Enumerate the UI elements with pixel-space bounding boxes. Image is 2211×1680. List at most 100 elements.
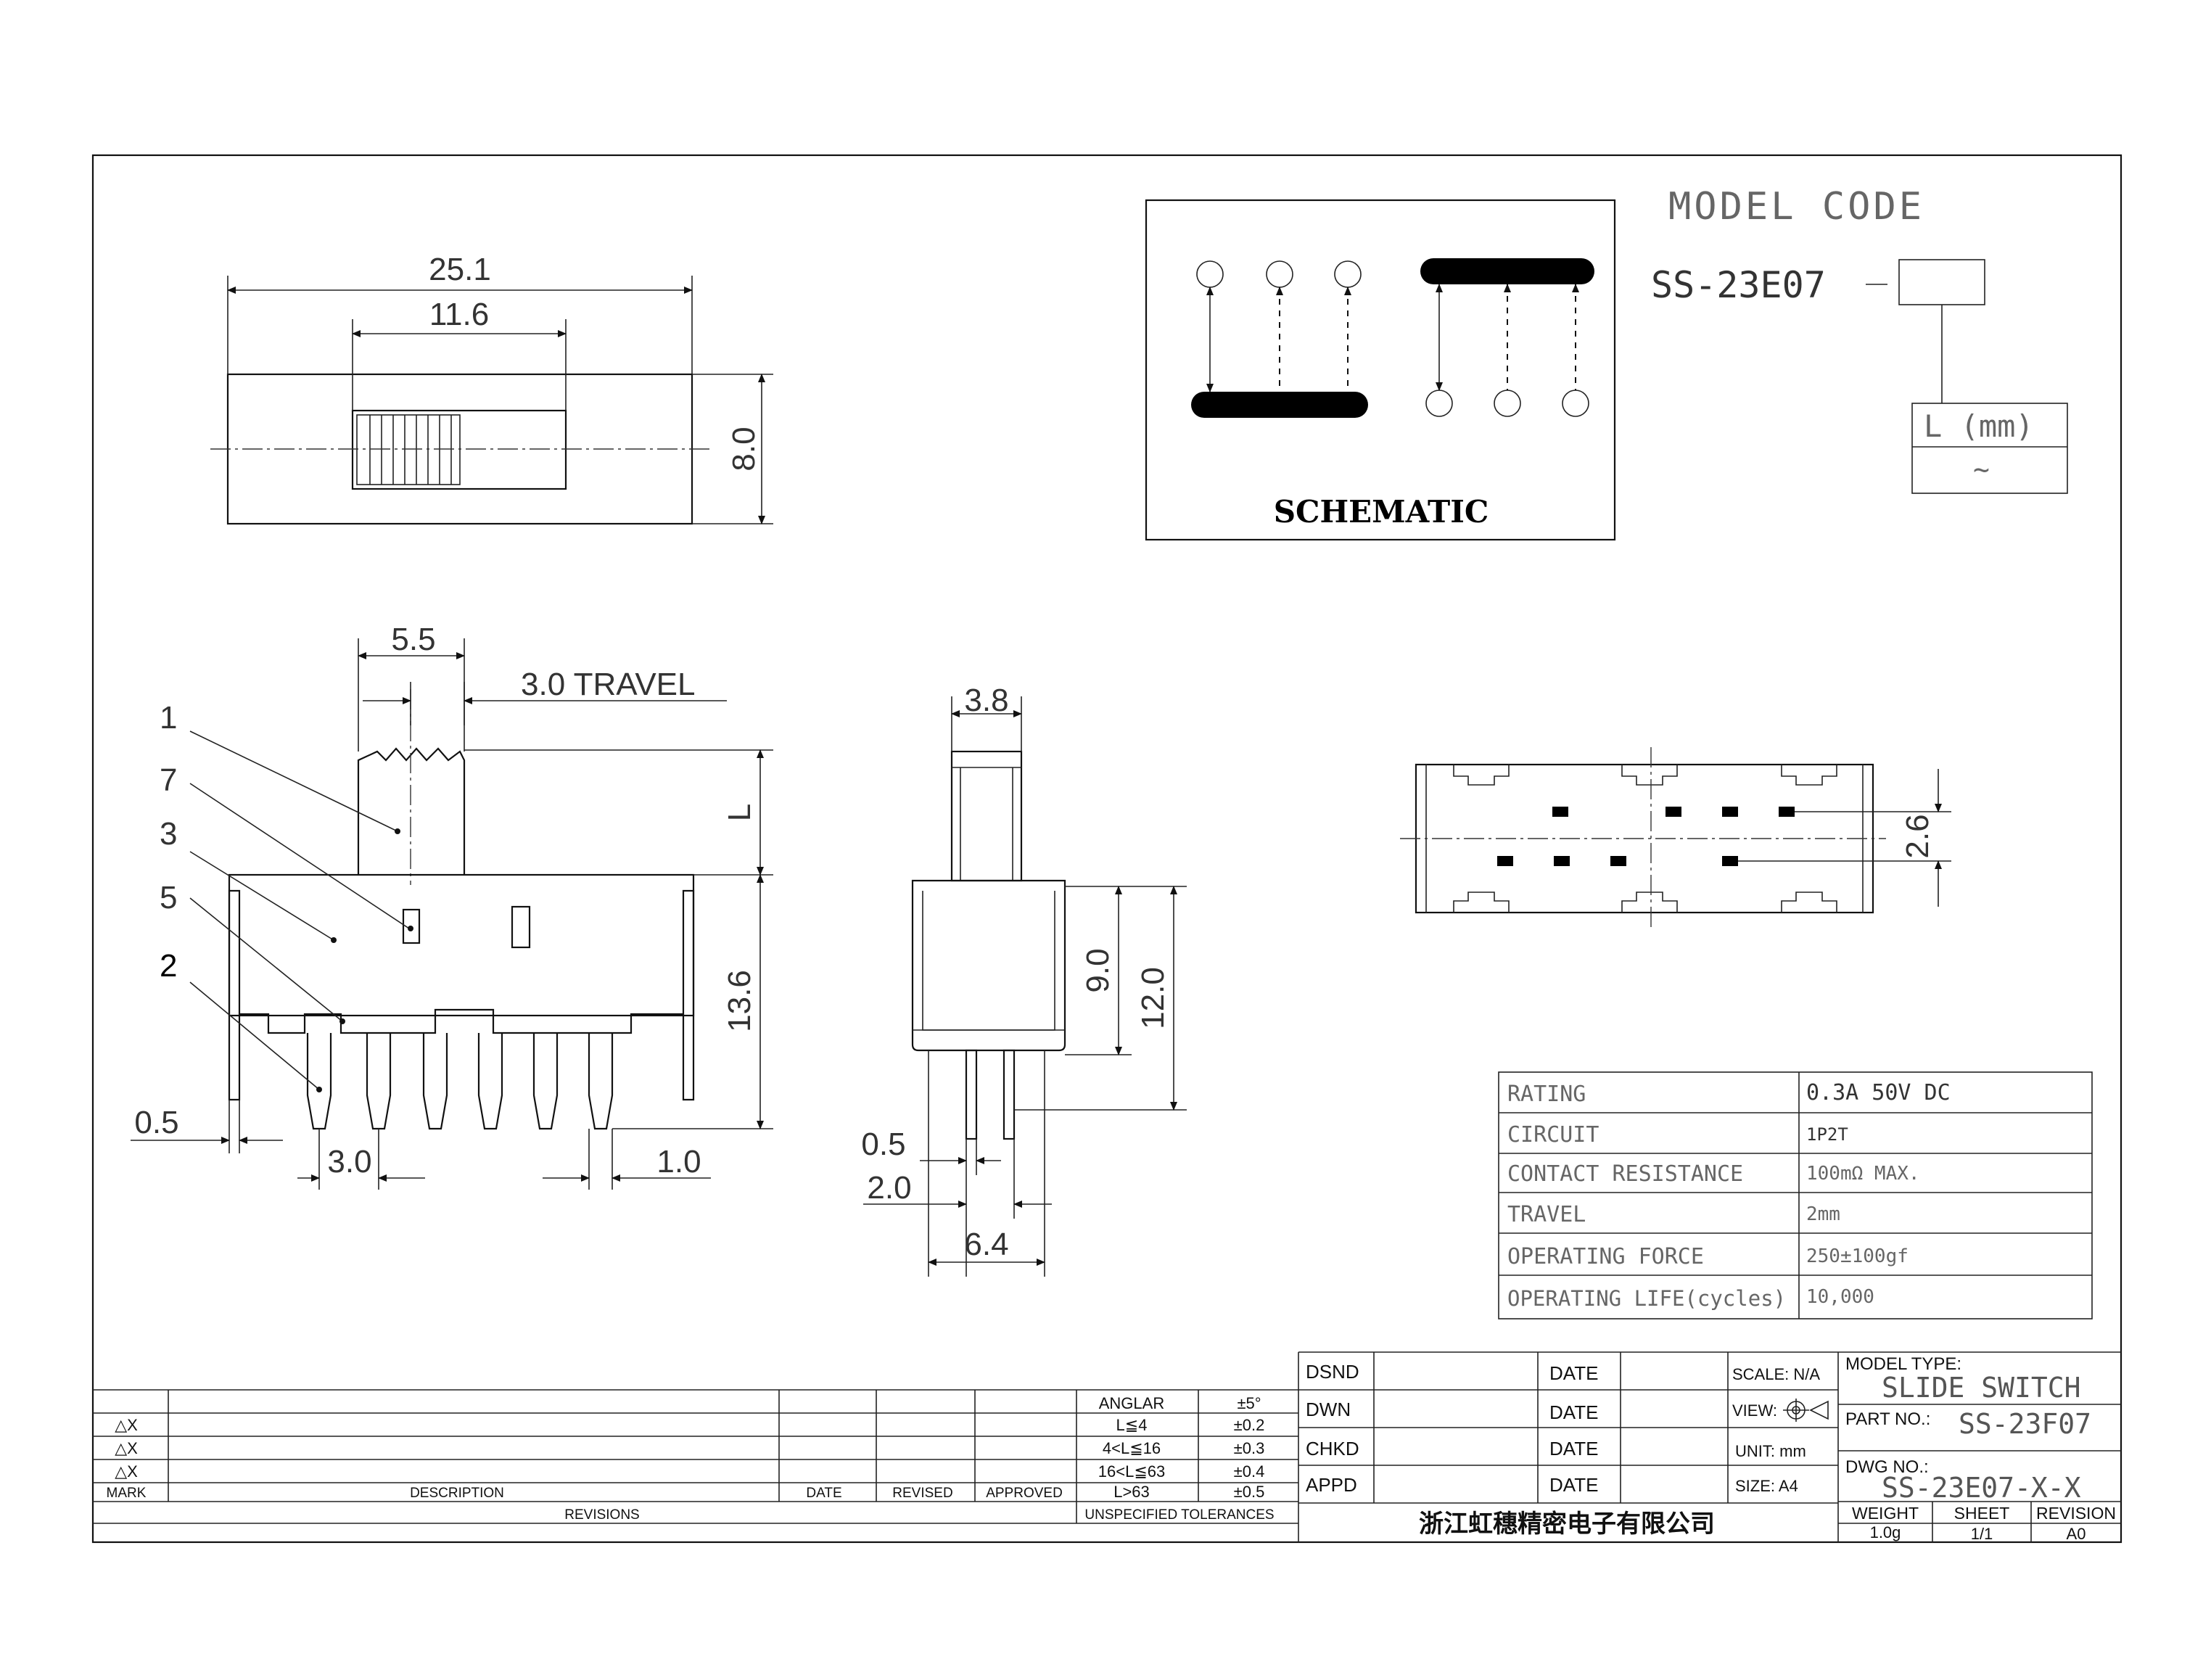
spec-label-operating-life: OPERATING LIFE(cycles) [1507, 1286, 1786, 1311]
model-code-box [1898, 259, 1985, 305]
spec-value-operating-force: 250±100gf [1806, 1245, 1909, 1267]
terminal [1494, 390, 1521, 417]
dim-pin-thickness: 0.5 [134, 1105, 178, 1140]
sheet-value: 1/1 [1971, 1525, 1993, 1543]
revision-label: REVISION [2036, 1504, 2116, 1523]
spec-label-contact-resistance: CONTACT RESISTANCE [1507, 1161, 1743, 1187]
spec-value-contact-resistance: 100mΩ MAX. [1806, 1163, 1920, 1185]
spec-value-operating-life: 10,000 [1806, 1286, 1874, 1308]
tol-range: ANGLAR [1099, 1394, 1164, 1412]
dim-actuator-width: 5.5 [391, 622, 435, 657]
revision-value: A0 [2067, 1525, 2086, 1543]
model-code-prefix: SS-23E07 [1651, 264, 1826, 306]
revision-mark-1: △X [115, 1416, 138, 1434]
spec-value-rating: 0.3A 50V DC [1806, 1080, 1951, 1105]
callout-7: 7 [160, 762, 177, 798]
spec-value-travel: 2mm [1806, 1203, 1840, 1225]
pads [1497, 807, 1795, 866]
dim-travel: 3.0 TRAVEL [521, 667, 696, 702]
tolerances-footer: UNSPECIFIED TOLERANCES [1084, 1507, 1274, 1523]
dim-pad-pitch: 2.6 [1900, 814, 1935, 858]
title-block: MODEL TYPE: SLIDE SWITCH PART NO.: SS-23… [1838, 1354, 2121, 1543]
side-pin [1002, 1049, 1016, 1140]
col-description: DESCRIPTION [410, 1486, 504, 1501]
window [511, 905, 531, 949]
sheet-label: SHEET [1954, 1504, 2010, 1523]
dim-body-depth-a: 9.0 [1080, 948, 1116, 992]
revision-mark-2: △X [115, 1439, 138, 1457]
schematic-label: SCHEMATIC [1274, 494, 1489, 530]
dim-pin-pitch: 3.0 [327, 1144, 371, 1179]
side-view: 3.8 9.0 12.0 0.5 2.0 6.4 [861, 683, 1187, 1277]
col-approved: APPROVED [986, 1486, 1063, 1501]
revisions-footer: REVISIONS [564, 1507, 639, 1523]
signoff-date-label: DATE [1549, 1474, 1598, 1496]
spec-label-rating: RATING [1507, 1082, 1586, 1107]
dim-body-depth-b: 12.0 [1135, 967, 1171, 1029]
callout-2: 2 [160, 948, 177, 984]
signoff-role: CHKD [1306, 1438, 1359, 1459]
projection-icon [1783, 1399, 1829, 1422]
side-housing [911, 879, 1066, 1052]
model-code-title: MODEL CODE [1668, 185, 1924, 228]
dwg-no-label: DWG NO.: [1845, 1457, 1929, 1477]
model-code: MODEL CODE SS-23E07 L (mm) ~ [1651, 185, 2068, 494]
tol-range: 4<L≦16 [1103, 1439, 1161, 1457]
dim-row-width: 6.4 [964, 1227, 1008, 1262]
weight-label: WEIGHT [1852, 1504, 1919, 1523]
revisions-table: △X △X △X MARK DESCRIPTION DATE REVISED A… [93, 1389, 1298, 1524]
terminal [1334, 260, 1362, 288]
length-box-label: L (mm) [1924, 408, 2034, 444]
base-profile [239, 1008, 683, 1034]
signoff-unit: UNIT: mm [1735, 1442, 1806, 1460]
tol-range: L≦4 [1116, 1416, 1148, 1434]
company-name: 浙江虹穗精密电子有限公司 [1419, 1510, 1715, 1539]
dim-pin-row: 2.0 [867, 1170, 911, 1206]
length-box [1911, 403, 2068, 494]
terminal [1425, 390, 1453, 417]
signoff-scale: SCALE: N/A [1732, 1365, 1820, 1383]
col-date: DATE [806, 1486, 841, 1501]
top-knob [356, 414, 461, 485]
revision-mark-3: △X [115, 1462, 138, 1481]
spec-label-circuit: CIRCUIT [1507, 1122, 1599, 1148]
side-pin [965, 1049, 978, 1140]
shield-frame [682, 889, 695, 1101]
side-actuator [950, 750, 1023, 882]
bottom-outline [1415, 763, 1874, 914]
part-no-label: PART NO.: [1845, 1409, 1930, 1429]
front-view: 1 7 3 5 2 5.5 3.0 TRAVEL L 13.6 0.5 [131, 622, 773, 1190]
dim-body-height-side: 13.6 [722, 970, 757, 1032]
window [402, 908, 421, 944]
terminal [1266, 260, 1293, 288]
sheet-border [91, 154, 2123, 1544]
length-box-value: ~ [1973, 453, 1990, 485]
dim-slot-length: 11.6 [429, 297, 489, 332]
actuator [357, 747, 466, 875]
signoff-view: VIEW: [1732, 1401, 1777, 1420]
spec-label-operating-force: OPERATING FORCE [1507, 1244, 1704, 1269]
signoff-role: APPD [1306, 1474, 1357, 1496]
dim-actuator-thickness: 3.8 [964, 683, 1008, 718]
dwg-no: SS-23E07-X-X [1882, 1472, 2081, 1504]
tol-value: ±0.5 [1234, 1483, 1265, 1501]
knob-ridges [369, 415, 452, 485]
model-type-label: MODEL TYPE: [1845, 1354, 1961, 1374]
tol-value: ±0.2 [1234, 1416, 1265, 1434]
dim-pin-width: 1.0 [656, 1144, 701, 1179]
model-type: SLIDE SWITCH [1882, 1372, 2081, 1404]
part-no: SS-23F07 [1959, 1408, 2091, 1440]
spec-label-travel: TRAVEL [1507, 1202, 1586, 1227]
top-view: 25.1 11.6 8.0 [210, 252, 773, 525]
col-mark: MARK [107, 1486, 147, 1501]
spec-value-circuit: 1P2T [1806, 1124, 1848, 1145]
tol-range: 16<L≦63 [1098, 1462, 1165, 1481]
signoff-role: DWN [1306, 1399, 1351, 1420]
signoff-size: SIZE: A4 [1735, 1477, 1798, 1495]
signoff-date-label: DATE [1549, 1362, 1598, 1384]
tol-value: ±0.4 [1234, 1462, 1265, 1481]
schematic: SCHEMATIC [1145, 199, 1616, 541]
housing [228, 873, 695, 1017]
dim-side-pin-thickness: 0.5 [861, 1127, 905, 1162]
